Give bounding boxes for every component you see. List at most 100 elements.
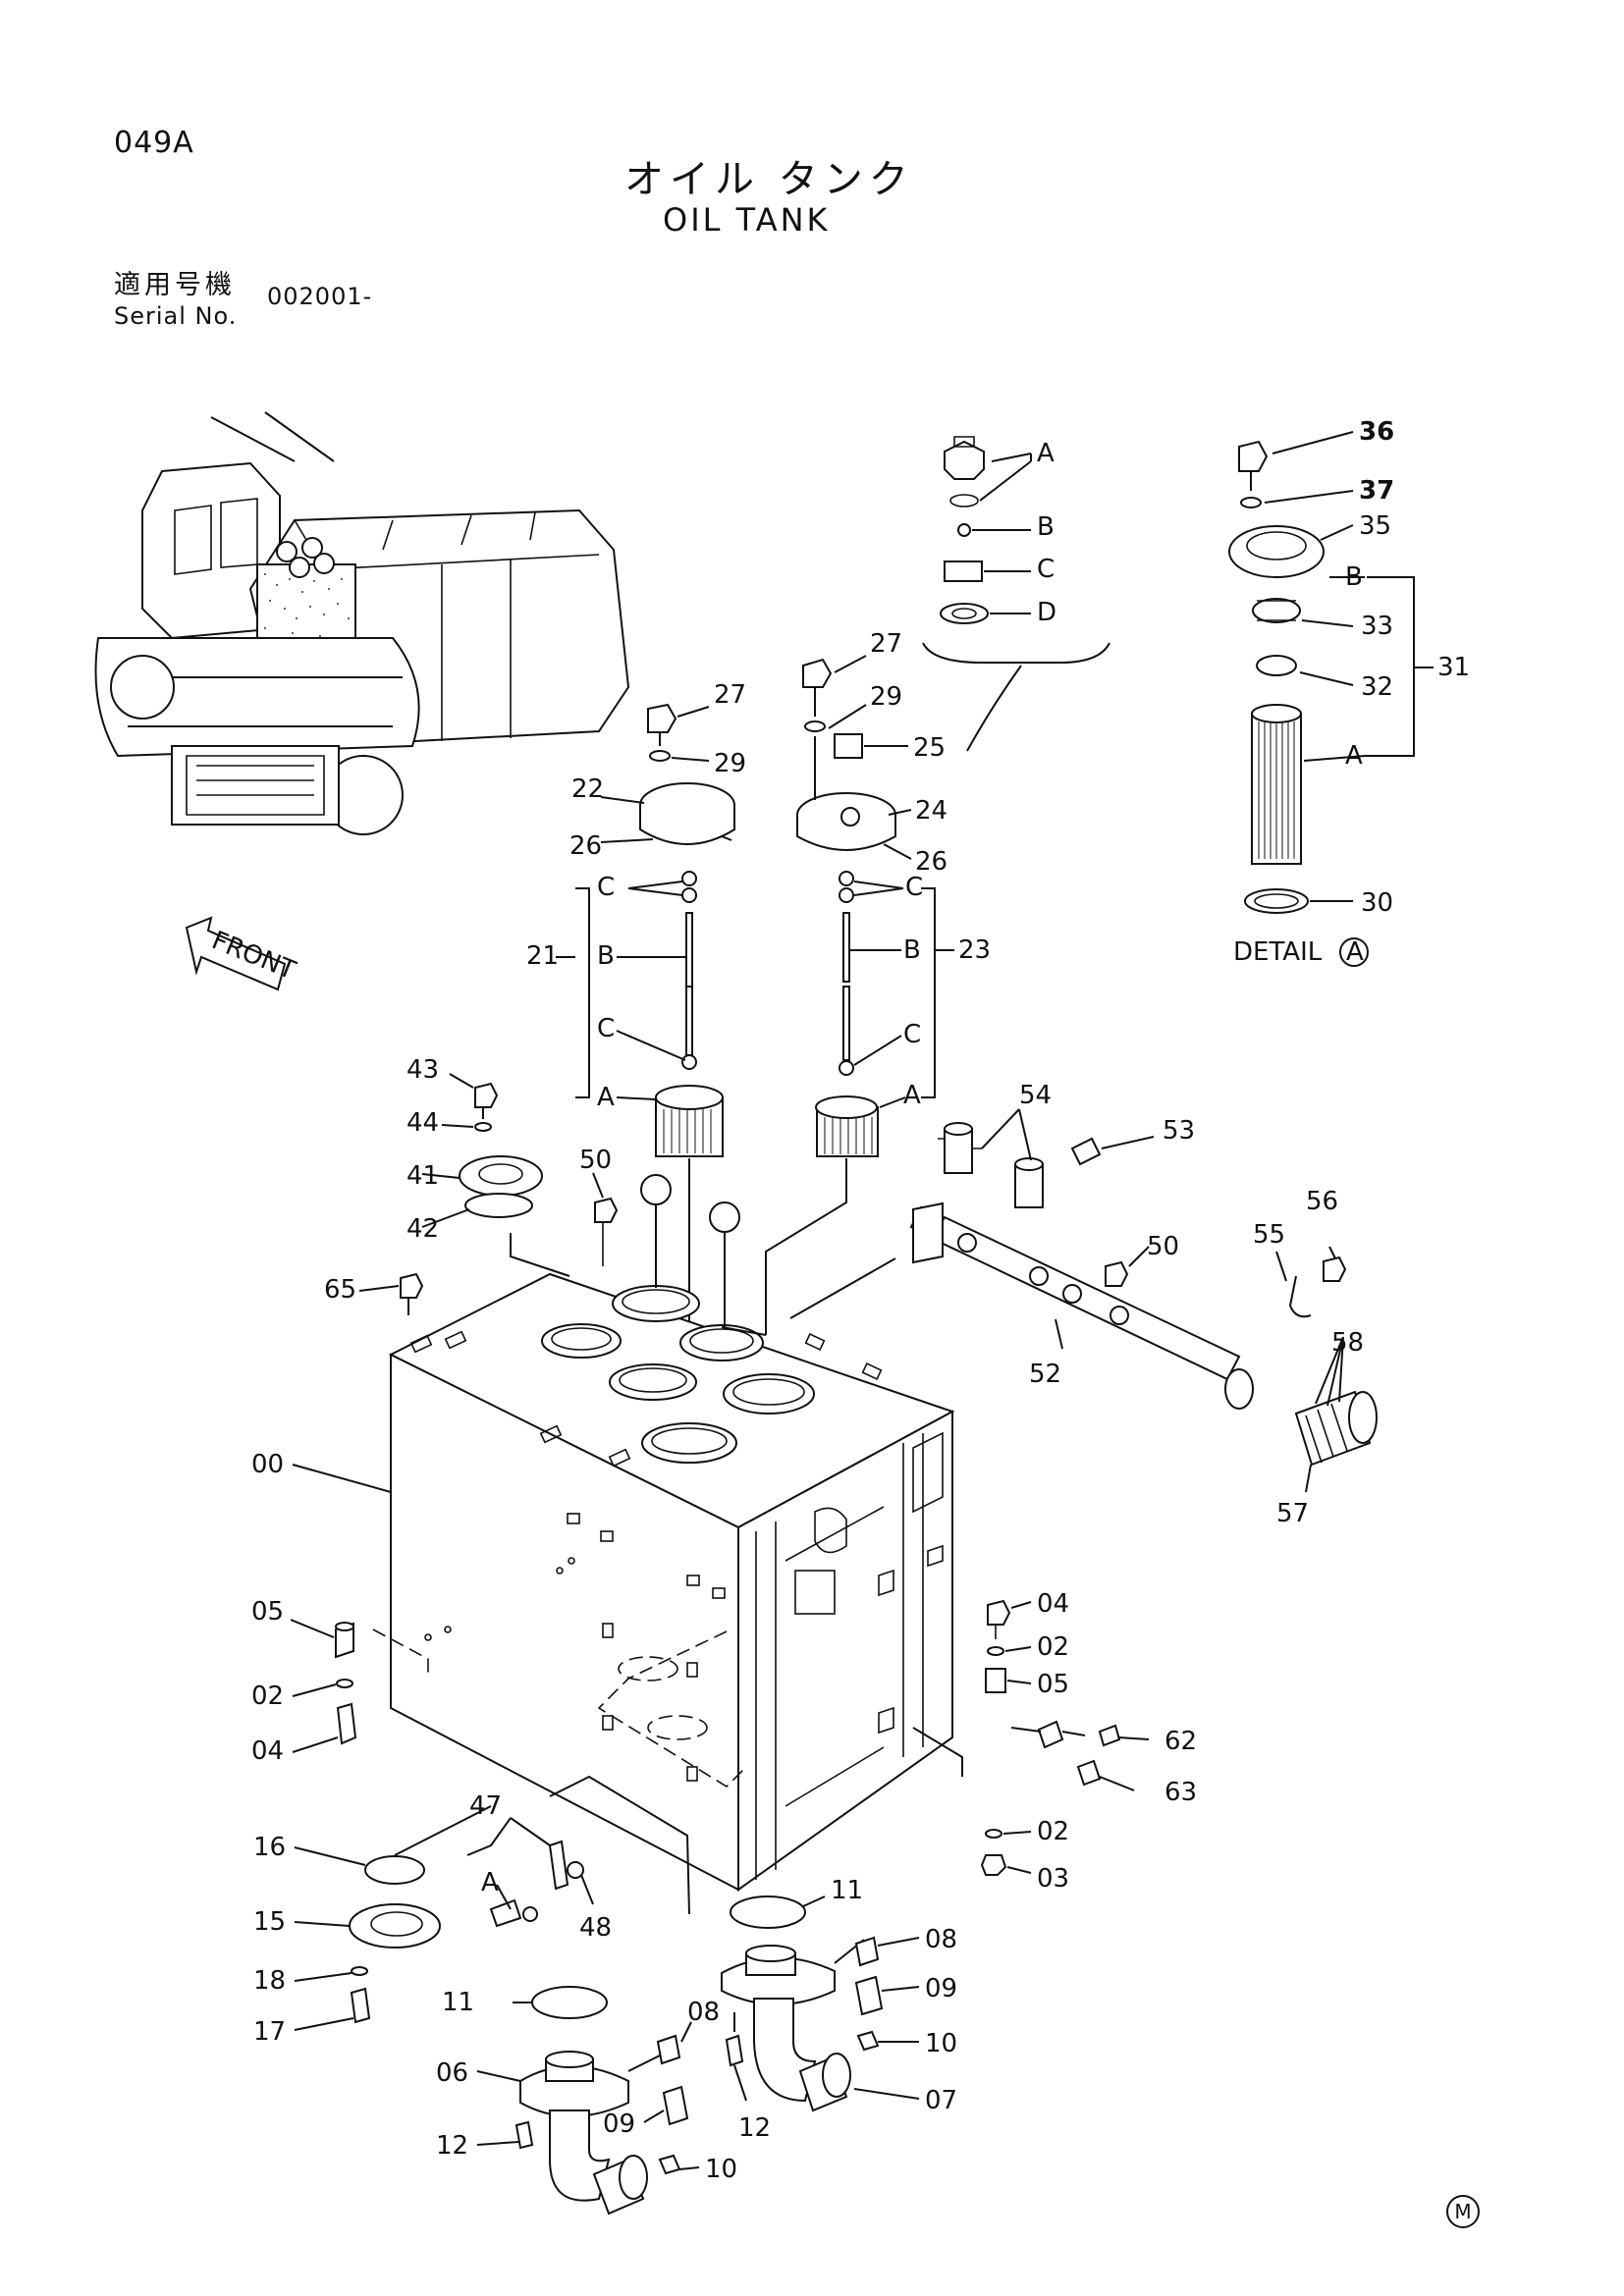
callout-41: 41 [406, 1161, 439, 1191]
callout-26-left: 26 [569, 831, 602, 861]
corner-mark-letter: M [1446, 2195, 1480, 2228]
strainer-assembly-23 [765, 655, 954, 1335]
callout-05-left: 05 [251, 1597, 284, 1627]
callout-04-left: 04 [251, 1736, 284, 1766]
callout-25-b: B [1037, 512, 1055, 542]
callout-32: 32 [1361, 672, 1393, 702]
callout-50-left: 50 [579, 1146, 612, 1175]
serial-label-japanese: 適用号機 [114, 270, 236, 300]
callout-05-right: 05 [1037, 1670, 1069, 1699]
page-title-japanese: オイル タンク [624, 157, 914, 202]
front-arrow: FRONT [185, 916, 299, 991]
callout-30: 30 [1361, 888, 1393, 918]
callout-00: 00 [251, 1450, 284, 1479]
corner-mark: M [1446, 2195, 1480, 2228]
callout-23-c-bottom: C [903, 1020, 921, 1049]
callout-21-c-top: C [597, 873, 615, 902]
callout-57: 57 [1276, 1499, 1309, 1528]
callout-21-a: A [597, 1083, 615, 1112]
callout-47-a: A [481, 1868, 499, 1897]
callout-63: 63 [1164, 1778, 1197, 1807]
callout-29-left: 29 [714, 749, 746, 778]
callout-15: 15 [253, 1907, 286, 1937]
callout-21-c-bottom: C [597, 1014, 615, 1043]
callout-10-right: 10 [925, 2029, 957, 2058]
callout-25-a: A [1037, 439, 1055, 468]
callout-02-bottom-right: 02 [1037, 1817, 1069, 1846]
callout-08-middle: 08 [687, 1998, 720, 2027]
suction-pipe-06 [476, 1986, 700, 2216]
callout-27-left: 27 [714, 680, 746, 710]
callout-33: 33 [1361, 612, 1393, 641]
callout-24: 24 [915, 796, 947, 826]
callout-23-a: A [903, 1081, 921, 1110]
cap-assembly-25 [922, 436, 1110, 752]
callout-21-b: B [597, 941, 615, 971]
bottom-left-parts [294, 1775, 690, 2031]
page-title: OIL TANK [663, 201, 831, 239]
callout-29-right: 29 [870, 682, 902, 712]
callout-17: 17 [253, 2017, 286, 2047]
bolt-50-left [592, 1172, 619, 1266]
callout-50-right: 50 [1147, 1232, 1179, 1261]
callout-09-middle: 09 [603, 2109, 635, 2139]
callout-44: 44 [406, 1108, 439, 1138]
callout-12-left: 12 [436, 2131, 468, 2161]
callout-25-c: C [1037, 555, 1055, 584]
callout-09-right: 09 [925, 1974, 957, 2003]
excavator-illustration [94, 411, 630, 835]
callout-58: 58 [1331, 1328, 1364, 1358]
filter-detail-a [1228, 431, 1434, 967]
callout-06: 06 [436, 2058, 468, 2088]
callout-52: 52 [1029, 1360, 1061, 1389]
callout-21: 21 [526, 941, 559, 971]
manifold-52 [789, 1108, 1378, 1493]
callout-25: 25 [913, 733, 946, 763]
callout-35: 35 [1359, 511, 1391, 541]
callout-43: 43 [406, 1055, 439, 1085]
suction-pipe-07 [721, 1896, 920, 2112]
callout-42: 42 [406, 1214, 439, 1244]
callout-23-c-top: C [905, 873, 923, 902]
callout-labels: 36 37 35 B 33 31 32 A 30 DETAIL A A B C … [251, 417, 1470, 2184]
cover-41 [421, 1073, 570, 1277]
callout-31: 31 [1437, 653, 1470, 682]
callout-18: 18 [253, 1966, 286, 1996]
page-code: 049A [114, 126, 194, 160]
callout-27-right: 27 [870, 629, 902, 659]
fittings-right [912, 1599, 1150, 1876]
detail-ref: A [1346, 937, 1364, 967]
callout-65: 65 [324, 1275, 356, 1305]
callout-62: 62 [1164, 1727, 1197, 1756]
callout-22: 22 [571, 774, 604, 804]
serial-label: Serial No. [114, 302, 238, 330]
strainer-assembly-21 [556, 703, 735, 1433]
fittings-left [290, 1619, 357, 1753]
callout-23: 23 [958, 935, 991, 965]
serial-value: 002001- [267, 283, 373, 310]
callout-11-left: 11 [442, 1988, 474, 2017]
callout-48: 48 [579, 1913, 612, 1943]
callout-37: 37 [1359, 476, 1394, 506]
callout-02-right: 02 [1037, 1632, 1069, 1662]
callout-03: 03 [1037, 1864, 1069, 1894]
detail-label: DETAIL [1233, 937, 1323, 967]
callout-16: 16 [253, 1833, 286, 1862]
callout-07: 07 [925, 2086, 957, 2115]
callout-53: 53 [1163, 1116, 1195, 1146]
callout-56: 56 [1306, 1187, 1338, 1216]
bolt-65 [358, 1272, 424, 1315]
callout-54: 54 [1019, 1081, 1052, 1110]
callout-31-b: B [1345, 562, 1363, 592]
callout-55: 55 [1253, 1220, 1285, 1250]
callout-26-right: 26 [915, 847, 947, 877]
callout-23-b: B [903, 935, 921, 965]
oil-tank-body [372, 1174, 955, 1892]
callout-12-right: 12 [738, 2113, 771, 2143]
callout-11-right: 11 [831, 1876, 863, 1905]
callout-36: 36 [1359, 417, 1394, 447]
callout-47: 47 [469, 1791, 502, 1821]
callout-10-middle: 10 [705, 2155, 737, 2184]
callout-25-d: D [1037, 598, 1056, 627]
callout-04-right: 04 [1037, 1589, 1069, 1619]
